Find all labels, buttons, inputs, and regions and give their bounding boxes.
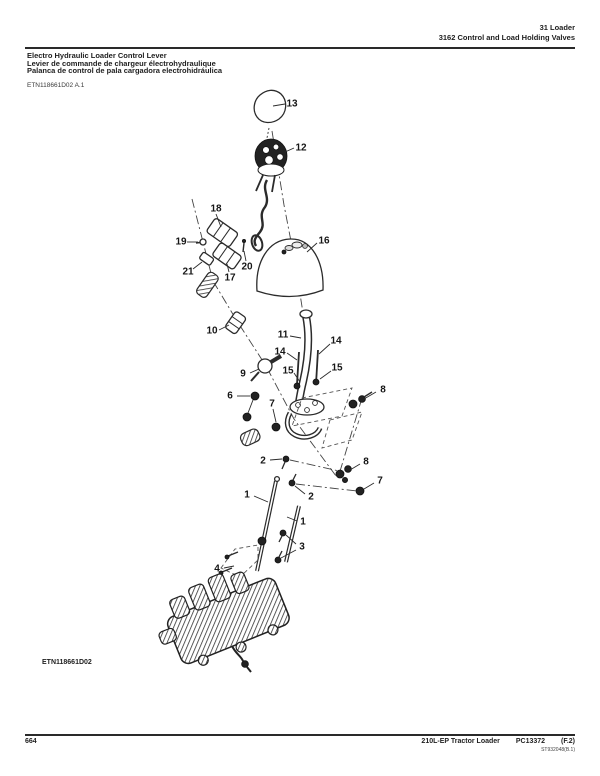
header-subsection: 3162 Control and Load Holding Valves <box>438 33 575 42</box>
lever-base-flange <box>284 398 325 440</box>
callout-leader-4 <box>223 565 235 569</box>
callout-1: 1 <box>244 490 250 501</box>
part-21-connector <box>199 251 215 266</box>
callout-2: 2 <box>308 492 314 503</box>
callout-leader-3 <box>280 549 297 559</box>
callout-9: 9 <box>240 369 246 380</box>
callout-21: 21 <box>182 267 194 278</box>
callout-13: 13 <box>286 99 298 110</box>
callout-leader-14 <box>286 352 298 361</box>
callout-15: 15 <box>331 363 343 374</box>
callout-leader-9 <box>249 368 260 374</box>
wiring-harness <box>250 179 269 252</box>
part-18-connector <box>206 218 239 248</box>
title-fr: Levier de commande de chargeur électrohy… <box>27 58 216 68</box>
center-lines <box>191 127 363 492</box>
callout-leader-3 <box>285 534 297 545</box>
callout-15: 15 <box>282 366 294 377</box>
hatched-bushing <box>239 428 261 447</box>
part-20-pin <box>241 238 246 253</box>
valve-block-cable <box>231 645 252 673</box>
callout-3: 3 <box>299 542 305 553</box>
callout-leader-8 <box>363 391 377 400</box>
callout-leader-18 <box>215 213 222 228</box>
callout-leader-1 <box>286 516 298 522</box>
callout-leader-8 <box>349 463 361 471</box>
callout-leader-2 <box>294 485 306 495</box>
part-17-connector <box>212 242 242 270</box>
callout-leader-15 <box>293 372 301 383</box>
callout-4: 4 <box>214 564 220 575</box>
callout-leader-7 <box>363 482 375 490</box>
page-header: 31 Loader 3162 Control and Load Holding … <box>439 23 575 43</box>
page-number: 664 <box>25 738 37 745</box>
callout-11: 11 <box>278 330 289 341</box>
footer-info: 210L-EP Tractor Loader PC13372 (F.2) <box>421 738 575 745</box>
hatched-sleeve <box>196 271 219 298</box>
footer-code: ST932048(B.1) <box>541 747 575 753</box>
part-11-lever-tube <box>295 309 313 406</box>
title-en: Electro Hydraulic Loader Control Lever <box>27 51 167 60</box>
header-rule <box>25 47 575 49</box>
header-section: 31 Loader <box>539 23 575 32</box>
callout-leader-21 <box>192 261 203 270</box>
callout-leader-16 <box>306 242 318 253</box>
callout-12: 12 <box>295 143 307 154</box>
figure-ref-top: ETN118661D02 A.1 <box>27 82 85 89</box>
callout-leader-1 <box>253 495 269 503</box>
part-8-clamps <box>335 391 373 483</box>
callout-17: 17 <box>224 273 236 284</box>
part-9-ball-joint <box>250 354 283 382</box>
part-19-screw <box>195 238 207 246</box>
part-3-bolts <box>274 529 287 564</box>
callout-1: 1 <box>300 517 306 528</box>
part-13-knob-cap <box>253 89 287 124</box>
callout-7: 7 <box>377 476 383 487</box>
callout-19: 19 <box>175 237 187 248</box>
footer-catalog: PC13372 <box>515 738 546 745</box>
callout-18: 18 <box>210 204 222 215</box>
title-es: Palanca de control de pala cargadora ele… <box>27 66 223 76</box>
callout-leader-13 <box>272 103 286 107</box>
part-10-connector <box>225 311 247 335</box>
callout-leader-14 <box>318 343 331 355</box>
part-6-nuts <box>242 391 260 422</box>
callout-8: 8 <box>380 385 386 396</box>
callout-10: 10 <box>206 326 218 337</box>
part-16-boot-dome <box>256 238 324 298</box>
phantom-plates <box>291 387 363 449</box>
part-2-bolts <box>281 455 297 487</box>
callout-leader-20 <box>243 250 247 262</box>
footer-model: 210L-EP Tractor Loader <box>421 738 500 745</box>
figure-ref-bottom: ETN118661D02 <box>42 659 92 666</box>
callout-leader-2 <box>269 458 283 461</box>
callout-leader-17 <box>226 263 230 273</box>
title-block: Electro Hydraulic Loader Control Lever L… <box>27 52 222 75</box>
callout-7: 7 <box>269 399 275 410</box>
part-7-nuts <box>271 422 365 496</box>
callout-leader-10 <box>218 324 230 331</box>
callout-leader-11 <box>289 335 302 339</box>
footer-revision: (F.2) <box>561 738 575 745</box>
part-1-rods <box>255 475 301 572</box>
callout-6: 6 <box>227 391 233 402</box>
callout-20: 20 <box>241 262 253 273</box>
callout-leader-7 <box>272 408 277 423</box>
callout-leader-12 <box>284 147 295 153</box>
callout-14: 14 <box>274 347 286 358</box>
callout-16: 16 <box>318 236 330 247</box>
callout-leader-15 <box>319 370 332 380</box>
callout-2: 2 <box>260 456 266 467</box>
callout-14: 14 <box>330 336 342 347</box>
part-12-joystick-head <box>254 138 288 193</box>
callout-8: 8 <box>363 457 369 468</box>
valve-block <box>158 571 290 666</box>
part-15-nuts <box>293 378 320 390</box>
footer-rule <box>25 734 575 736</box>
